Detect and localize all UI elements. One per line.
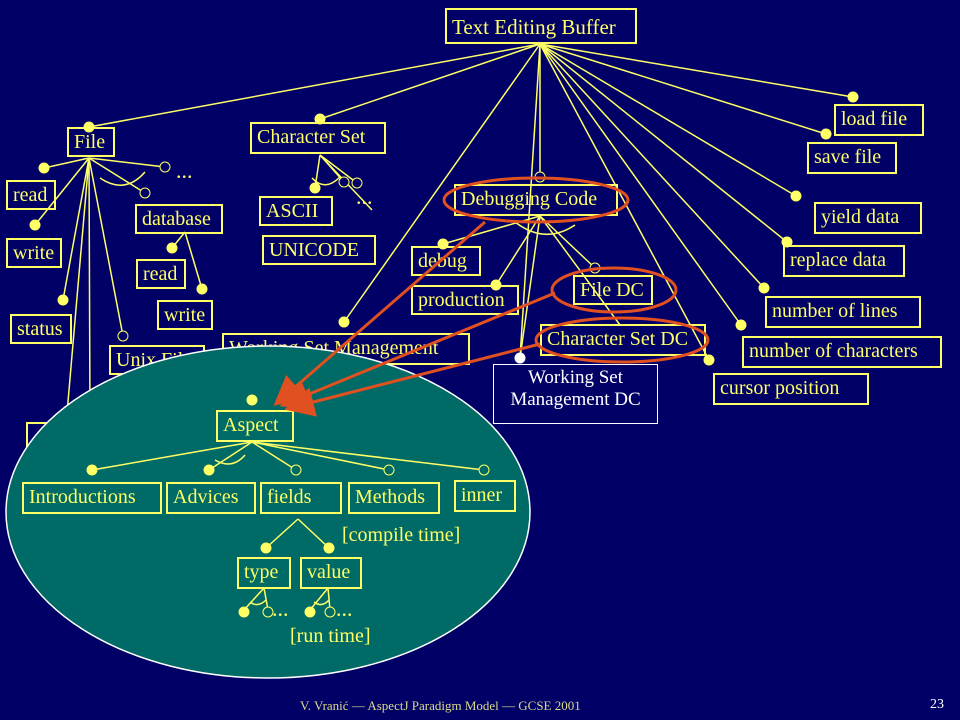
database-read-feature: read: [136, 259, 186, 289]
file-feature: File: [67, 127, 115, 157]
file-read-feature: read: [6, 180, 56, 210]
file-status-feature: status: [10, 314, 72, 344]
number-of-characters-feature: number of characters: [742, 336, 942, 368]
page-number: 23: [930, 697, 944, 712]
run-time-label: [run time]: [290, 625, 371, 647]
database-feature: database: [135, 204, 223, 234]
unicode-feature: UNICODE: [262, 235, 376, 265]
production-feature: production: [411, 285, 519, 315]
cursor-position-feature: cursor position: [713, 373, 869, 405]
footer: V. Vranić — AspectJ Paradigm Model — GCS…: [300, 698, 581, 713]
database-write-feature: write: [157, 300, 213, 330]
compile-time-label: [compile time]: [342, 524, 461, 546]
value-ellipsis: ...: [336, 596, 353, 621]
replace-data-feature: replace data: [783, 245, 905, 277]
advices-feature: Advices: [166, 482, 256, 514]
debug-feature: debug: [411, 246, 481, 276]
debugging-arrow: [273, 220, 486, 406]
charset-dc-feature: Character Set DC: [540, 324, 706, 356]
type-feature: type: [237, 557, 291, 589]
debugging-highlight: [442, 176, 630, 224]
wsm-dc-feature: Working Set Management DC: [493, 364, 658, 424]
charset-ellipsis: ...: [356, 184, 373, 209]
ascii-feature: ASCII: [259, 196, 333, 226]
number-of-lines-feature: number of lines: [765, 296, 921, 328]
fields-feature: fields: [260, 482, 342, 514]
yield-data-feature: yield data: [814, 202, 922, 234]
file-dc-feature: File DC: [573, 275, 653, 305]
file-dc-arrow: [279, 291, 556, 409]
value-feature: value: [300, 557, 362, 589]
aspect-feature: Aspect: [216, 410, 294, 442]
charset-dc-highlight: [534, 316, 710, 364]
file-write-feature: write: [6, 238, 62, 268]
debugging-code-feature: Debugging Code: [454, 184, 618, 216]
file-ellipsis: ...: [176, 158, 193, 183]
charset-dc-arrow: [284, 342, 541, 417]
root-feature: Text Editing Buffer: [445, 8, 637, 44]
inner-feature: inner: [454, 480, 516, 512]
introductions-feature: Introductions: [22, 482, 162, 514]
save-file-feature: save file: [807, 142, 897, 174]
charset-feature: Character Set: [250, 122, 386, 154]
load-file-feature: load file: [834, 104, 924, 136]
file-dc-highlight: [550, 266, 678, 314]
methods-feature: Methods: [348, 482, 440, 514]
type-ellipsis: ...: [272, 596, 289, 621]
